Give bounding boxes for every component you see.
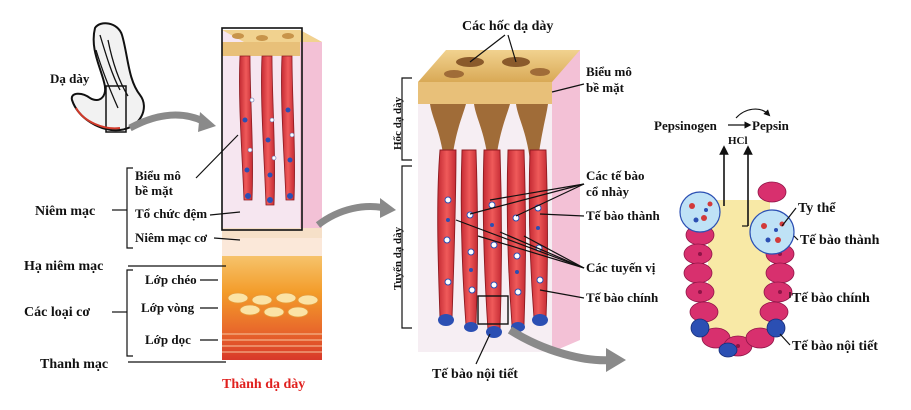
left-labels	[112, 134, 241, 363]
mucous-neck-pointers	[469, 183, 585, 217]
glands-vertical-label: Tuyến dạ dày	[392, 226, 404, 290]
gland-detail	[679, 145, 795, 358]
serosa-label: Thanh mạc	[40, 357, 108, 372]
chief-cell-right-label: Tế bào chính	[792, 291, 870, 306]
mucous-neck-cells-l2: cổ nhày	[586, 184, 629, 199]
stomach-icon	[70, 22, 145, 133]
surface-epithelium-right-l2: bề mặt	[586, 80, 625, 95]
enteroendocrine-right-label: Tế bào nội tiết	[792, 339, 878, 354]
zoom-arrow-3	[507, 326, 613, 365]
chief-cell-mid-label: Tế bào chính	[586, 290, 659, 305]
gastric-glands-label: Các tuyến vị	[586, 260, 656, 275]
parietal-cell-left-shape	[679, 191, 721, 233]
hcl-label: HCl	[728, 135, 748, 147]
middle-vertical-brackets	[401, 77, 412, 329]
mitochondria-label: Ty thể	[798, 201, 836, 216]
longitudinal-layer-label: Lớp dọc	[145, 332, 191, 347]
pits-vertical-label: Hốc dạ dày	[392, 96, 404, 150]
parietal-cell-right-shape	[749, 209, 795, 255]
enteroendocrine-mid-label: Tế bào nội tiết	[432, 367, 518, 382]
muscularis-mucosae-label: Niêm mạc cơ	[135, 230, 208, 245]
stomach-wall-caption: Thành dạ dày	[222, 377, 305, 392]
zoom-arrow-1	[128, 111, 207, 132]
circular-layer-label: Lớp vòng	[141, 300, 195, 315]
gastric-pits-pointers	[469, 34, 517, 63]
mucous-neck-cells-l1: Các tế bào	[586, 168, 645, 183]
middle-tissue-block	[418, 50, 580, 352]
surface-epithelium-right-l1: Biểu mô	[586, 64, 632, 79]
pepsin-label: Pepsin	[752, 118, 790, 133]
zoom-arrow-2	[315, 203, 386, 228]
surface-epithelium-left-l2: bề mặt	[135, 183, 174, 198]
gastric-glands-pointers	[455, 219, 585, 269]
surface-epithelium-left-l1: Biểu mô	[135, 168, 181, 183]
left-tissue-block	[221, 27, 322, 360]
parietal-cell-mid-label: Tế bào thành	[586, 208, 660, 223]
oblique-layer-label: Lớp chéo	[145, 272, 197, 287]
submucosa-label: Hạ niêm mạc	[24, 259, 103, 274]
mucosa-label: Niêm mạc	[35, 204, 95, 219]
lamina-propria-label: Tổ chức đệm	[135, 206, 207, 221]
gastric-pits-label: Các hốc dạ dày	[462, 19, 553, 34]
muscle-layers-label: Các loại cơ	[24, 305, 90, 320]
parietal-cell-right-label: Tế bào thành	[800, 233, 880, 248]
stomach-label: Dạ dày	[50, 71, 90, 86]
pepsinogen-label: Pepsinogen	[654, 118, 718, 133]
